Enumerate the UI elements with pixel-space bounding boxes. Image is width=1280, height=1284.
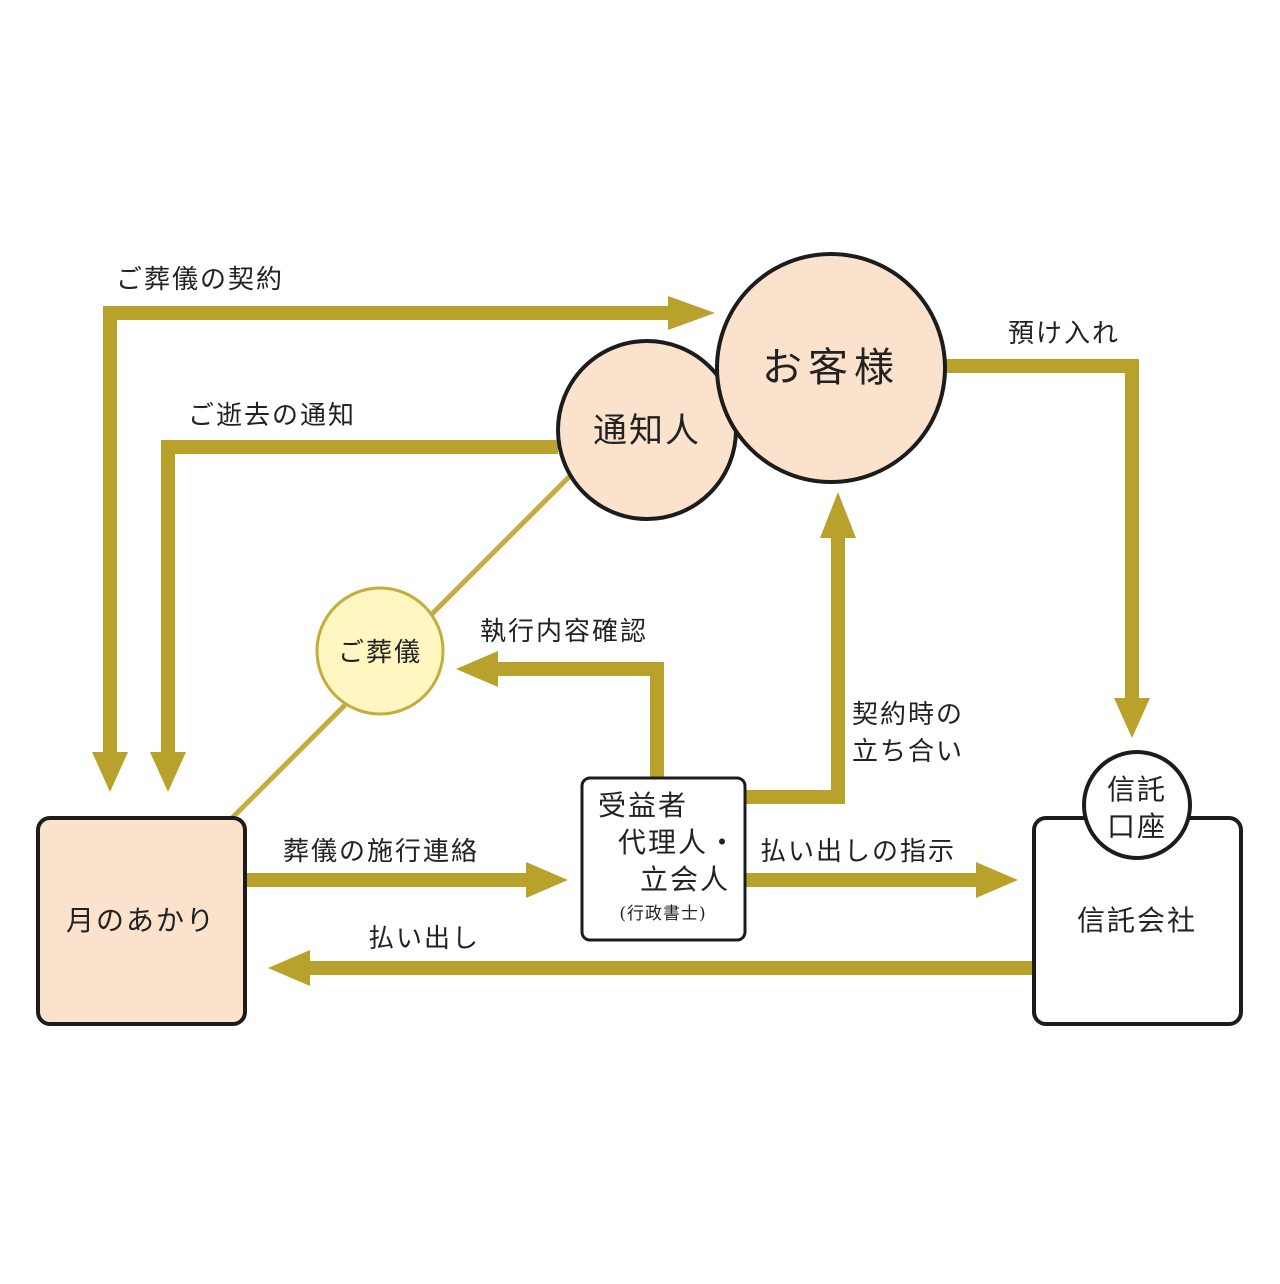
arrow-payout bbox=[268, 950, 1034, 986]
arrow-death-notice bbox=[150, 440, 558, 792]
node-agent: 受益者 代理人・ 立会人 (行政書士) bbox=[580, 776, 747, 942]
node-company: 月のあかり bbox=[36, 816, 247, 1026]
node-agent-line3: 立会人 bbox=[640, 863, 730, 896]
node-trust-account: 信託 口座 bbox=[1082, 750, 1192, 860]
arrow-funeral-execution-contact bbox=[245, 862, 568, 898]
arrow-funeral-contract bbox=[92, 296, 715, 792]
line-funeral-company bbox=[230, 703, 347, 820]
node-agent-sub: (行政書士) bbox=[619, 904, 706, 924]
node-trust-account-line1: 信託 bbox=[1107, 773, 1167, 806]
node-funeral: ご葬儀 bbox=[315, 586, 445, 716]
label-funeral-execution-contact: 葬儀の施行連絡 bbox=[283, 837, 479, 867]
label-execution-check: 執行内容確認 bbox=[480, 617, 648, 647]
node-trust-account-line2: 口座 bbox=[1107, 810, 1167, 843]
node-customer: お客様 bbox=[715, 252, 947, 484]
label-funeral-contract: ご葬儀の契約 bbox=[116, 265, 284, 295]
node-trust-company: 信託会社 bbox=[1032, 816, 1243, 1026]
node-company-label: 月のあかり bbox=[66, 904, 216, 937]
arrow-deposit bbox=[946, 359, 1150, 738]
arrow-execution-check bbox=[456, 651, 664, 778]
label-death-notice: ご逝去の通知 bbox=[188, 401, 356, 431]
node-agent-line2: 代理人・ bbox=[618, 826, 738, 859]
node-customer-label: お客様 bbox=[762, 345, 900, 391]
node-notifier-label: 通知人 bbox=[593, 411, 701, 451]
arrow-payout-instruction bbox=[745, 862, 1018, 898]
label-payout-instruction: 払い出しの指示 bbox=[760, 837, 956, 867]
line-notifier-funeral bbox=[430, 472, 574, 616]
node-agent-line1: 受益者 bbox=[598, 789, 688, 822]
node-notifier: 通知人 bbox=[556, 339, 738, 521]
label-payout: 払い出し bbox=[368, 924, 480, 954]
node-funeral-label: ご葬儀 bbox=[338, 638, 422, 668]
label-contract-witness-2: 立ち合い bbox=[852, 737, 964, 767]
label-contract-witness-1: 契約時の bbox=[852, 700, 964, 730]
label-deposit: 預け入れ bbox=[1008, 319, 1120, 349]
node-trust-company-label: 信託会社 bbox=[1077, 904, 1197, 937]
arrow-contract-witness bbox=[745, 492, 856, 804]
